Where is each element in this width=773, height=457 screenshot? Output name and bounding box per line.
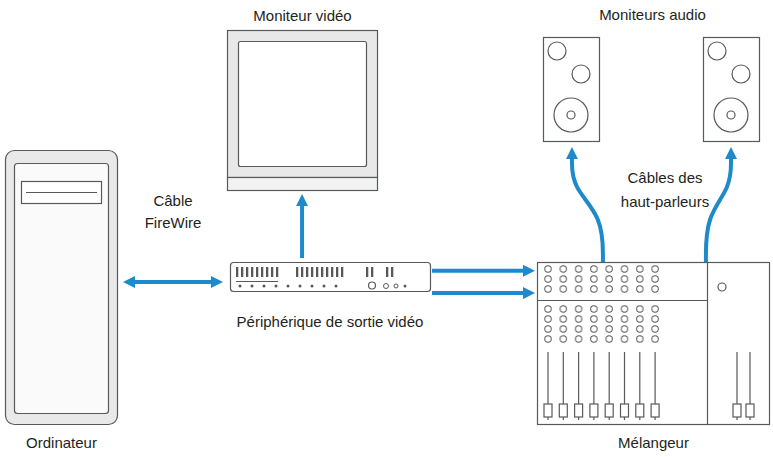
computer-tower (6, 151, 118, 425)
video-output-device (384, 284, 389, 289)
speaker-left (572, 65, 590, 83)
device-node: Périphérique de sortie vidéo (228, 260, 432, 296)
cable-arrow (432, 269, 524, 273)
node-label: Moniteur vidéo (177, 7, 428, 25)
video-output-device (366, 267, 375, 277)
video-monitor (228, 178, 378, 191)
node-label: Périphérique de sortie vidéo (178, 313, 482, 331)
speaker-left (544, 38, 600, 142)
audio-mixer (733, 404, 741, 417)
node-label: Moniteurs audio (490, 6, 773, 24)
audio-mixer (538, 263, 770, 425)
speaker-right (727, 111, 735, 119)
node-label: Ordinateur (0, 434, 168, 452)
cable-label: Câbles des haut-parleurs (610, 166, 720, 214)
speaker-right (714, 98, 748, 132)
cable-arrow (300, 205, 304, 258)
computer-tower (6, 151, 118, 425)
video-output-device (404, 285, 407, 288)
video-monitor (239, 42, 367, 167)
audio-mixer (540, 304, 662, 344)
audio-mixer (651, 404, 659, 417)
audio-mixer (544, 283, 754, 417)
audio-mixer (707, 262, 708, 425)
speaker-right (732, 65, 750, 83)
video-output-device (236, 281, 278, 282)
computer-tower (26, 192, 97, 193)
speaker-left (544, 38, 600, 142)
audio-mixer (621, 404, 629, 417)
computer-node: Ordinateur (5, 150, 118, 425)
computer-tower (15, 164, 109, 414)
audio-mixer (537, 262, 770, 425)
speaker-left (548, 42, 566, 60)
speaker-left (567, 111, 575, 119)
video-output-device (236, 267, 280, 277)
cable-arrow (706, 158, 731, 262)
speaker-group: Moniteurs audio (540, 4, 765, 142)
edge-label: Câble FireWire (137, 190, 209, 234)
video-output-device (234, 283, 342, 289)
audio-mixer (548, 352, 750, 420)
audio-mixer (590, 404, 598, 417)
node-label: Mélangeur (487, 434, 773, 452)
speaker-right (704, 38, 760, 142)
video-monitor (228, 31, 378, 178)
audio-mixer (718, 283, 726, 291)
cable-arrow (572, 158, 603, 262)
audio-mixer (559, 404, 567, 417)
speaker-right (708, 42, 726, 60)
cable-arrow (432, 291, 524, 295)
video-output-device (369, 282, 376, 289)
mixer-node: Mélangeur (537, 262, 770, 425)
cable-arrow (134, 280, 212, 284)
computer-tower (22, 182, 102, 204)
audio-mixer (636, 404, 644, 417)
speaker-right (704, 38, 760, 142)
audio-mixer (575, 404, 583, 417)
audio-mixer (544, 404, 552, 417)
video-output-device (231, 263, 431, 292)
audio-mixer (540, 264, 662, 294)
video-output-device (231, 263, 431, 292)
audio-mixer (537, 300, 707, 301)
video-output-device (386, 267, 395, 277)
speaker-left (554, 98, 588, 132)
audio-mixer (746, 404, 754, 417)
monitor-node: Moniteur vidéo (227, 30, 378, 191)
audio-mixer (605, 404, 613, 417)
video-monitor (228, 31, 378, 191)
video-output-device (394, 284, 398, 288)
video-output-device (295, 267, 344, 277)
